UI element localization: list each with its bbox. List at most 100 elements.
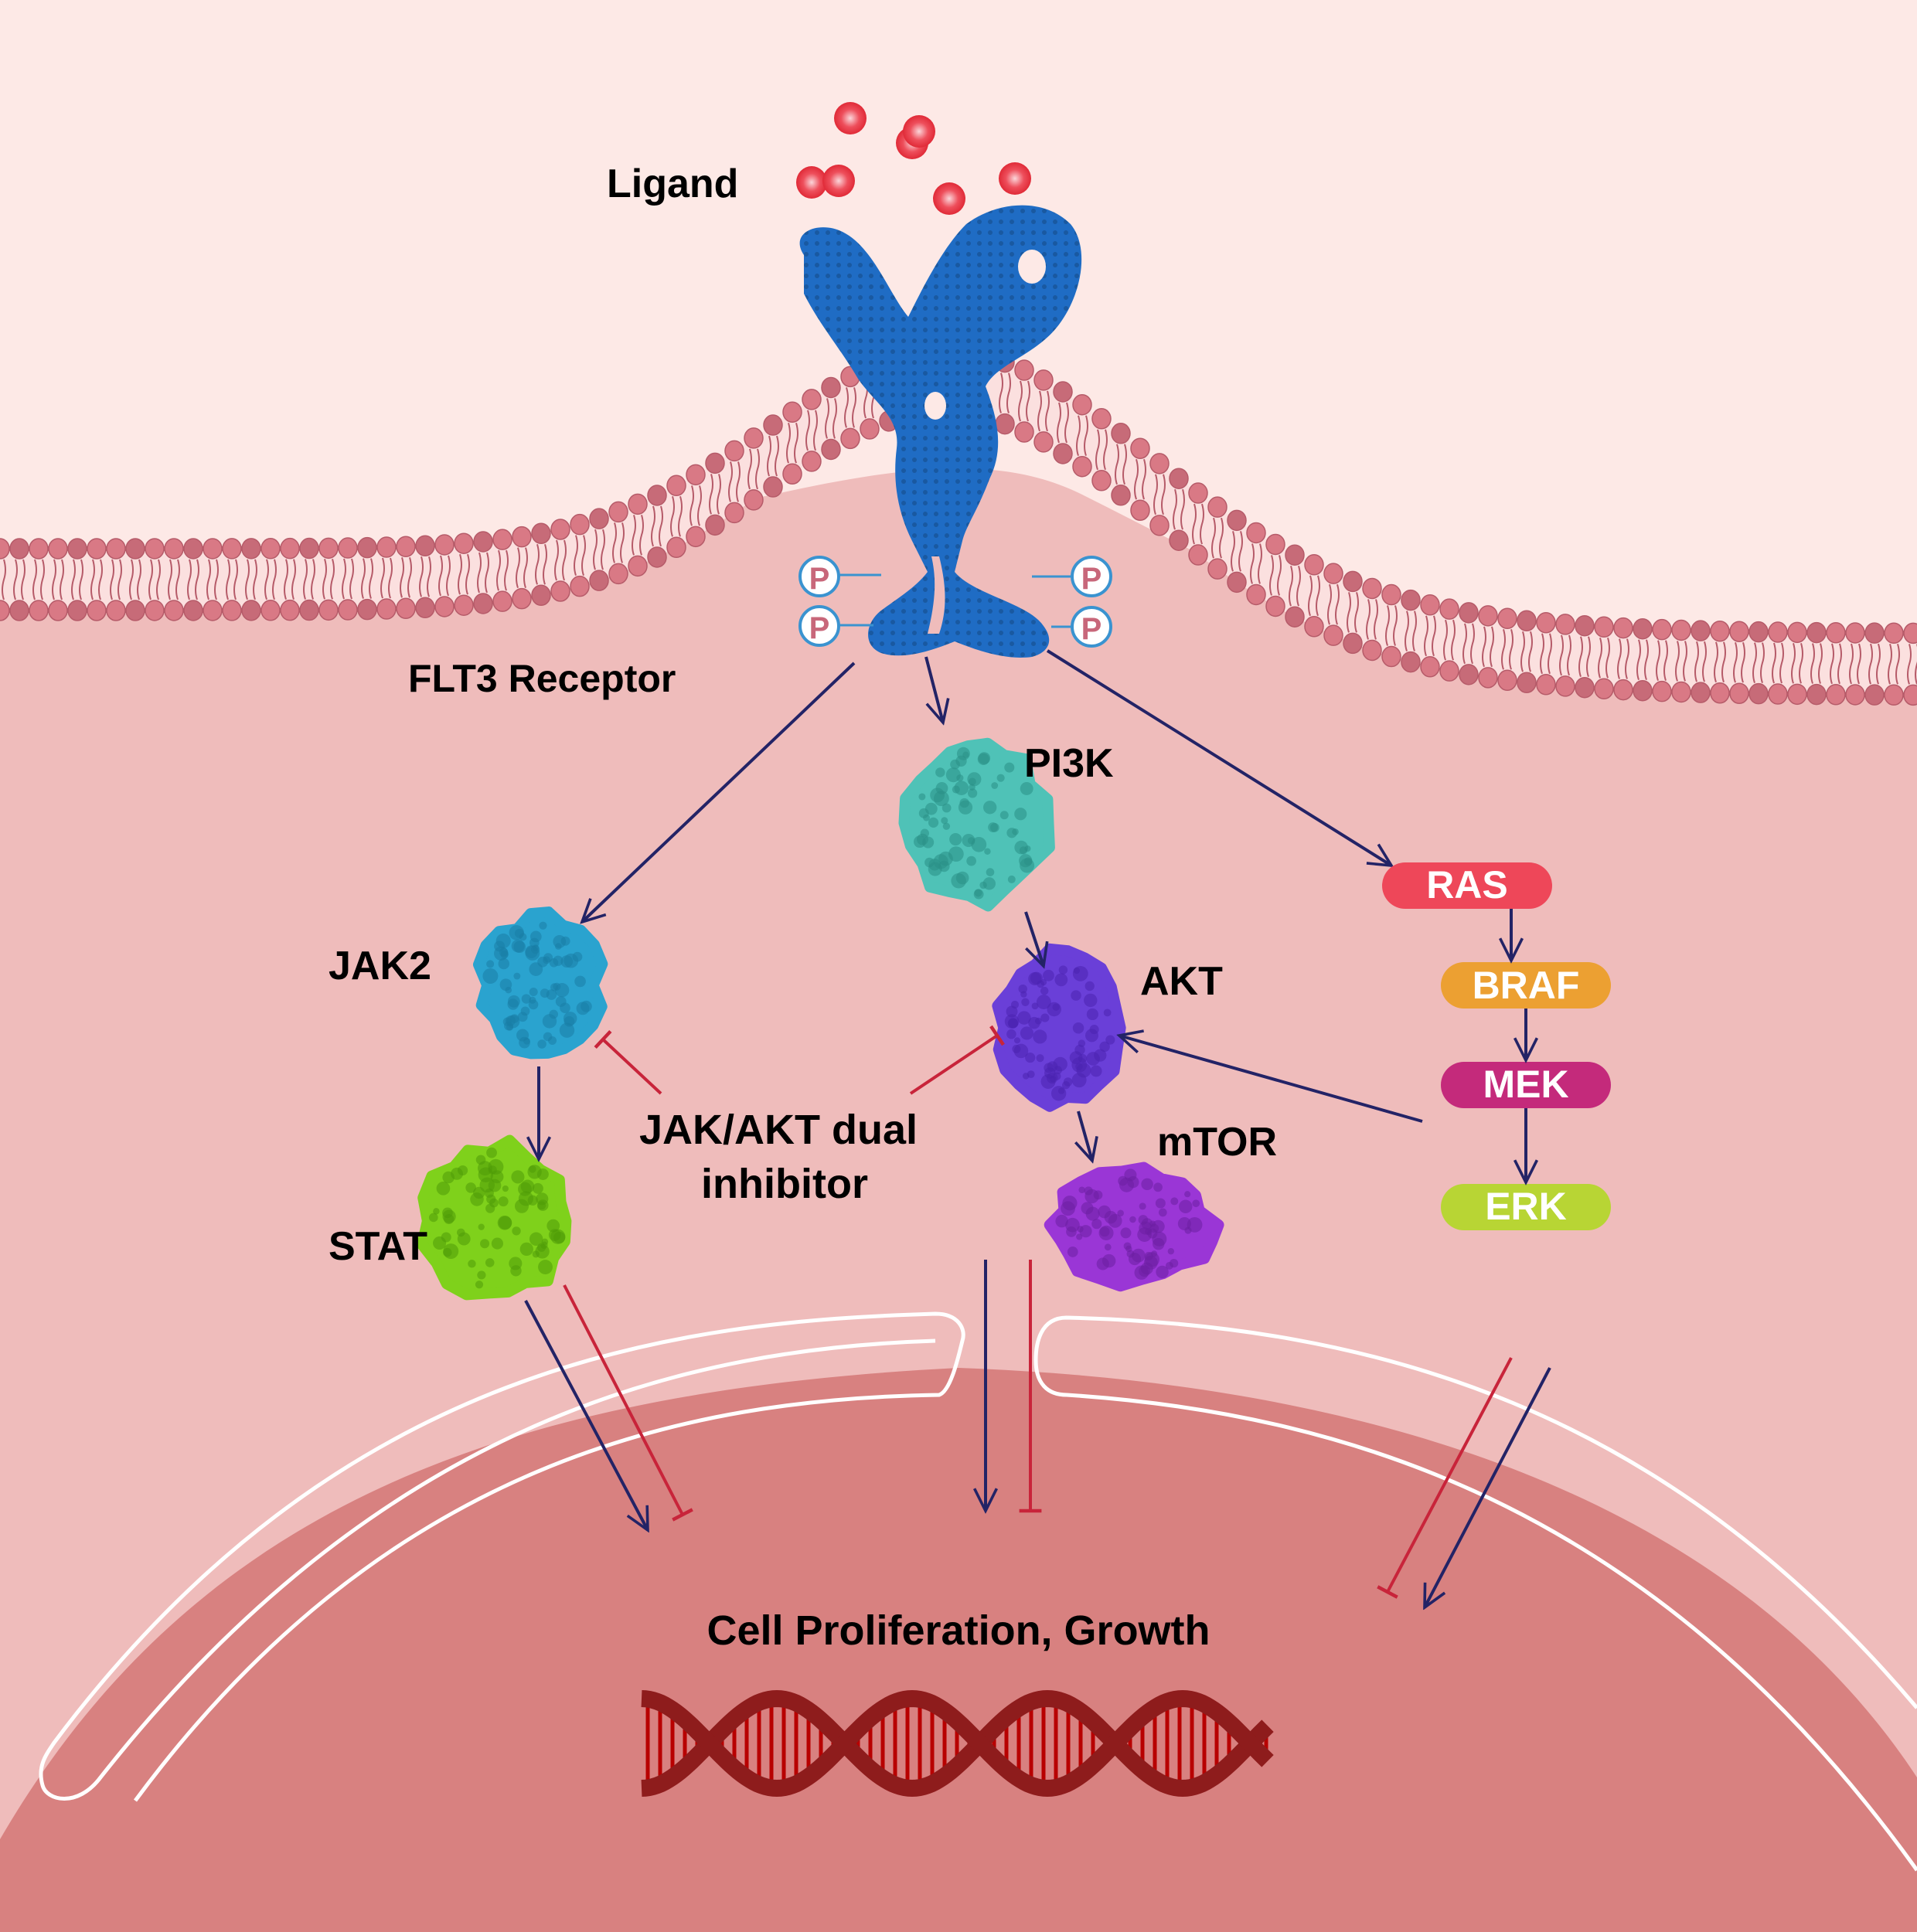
lipid-head [454, 594, 474, 616]
lipid-head [396, 536, 416, 558]
pi3k-texture [959, 798, 969, 808]
svg-text:RAS: RAS [1426, 863, 1508, 906]
phospho-site: P [798, 605, 840, 647]
pi3k-texture [1007, 875, 1016, 883]
mtor-texture [1129, 1216, 1136, 1223]
lipid-tail [1520, 631, 1533, 672]
lipid-head [1555, 675, 1575, 697]
svg-text:ERK: ERK [1485, 1185, 1567, 1228]
stat-texture [470, 1192, 484, 1206]
lipid-head [1536, 674, 1556, 696]
lipid-head [318, 537, 339, 560]
lipid-tail [1385, 605, 1398, 646]
pi3k-texture [986, 868, 995, 876]
lipid-head [1478, 667, 1498, 689]
lipid-tail [187, 559, 199, 600]
akt-texture [1075, 1063, 1083, 1070]
lipid-head [1439, 598, 1459, 620]
jak2-texture [550, 983, 559, 992]
lipid-tail [1752, 642, 1765, 683]
akt-texture [1105, 1035, 1115, 1045]
lipid-head [1072, 455, 1092, 478]
mtor-texture [1184, 1191, 1191, 1198]
mtor-texture [1096, 1257, 1109, 1270]
akt-texture [1033, 1029, 1047, 1044]
lipid-head [1381, 645, 1401, 668]
lipid-head [318, 599, 339, 621]
lipid-head [1478, 605, 1498, 627]
lipid-head [1033, 431, 1054, 453]
akt-texture [1063, 1077, 1073, 1087]
akt-texture [1013, 1043, 1029, 1059]
lipid-head [995, 413, 1015, 435]
lipid-head [705, 514, 725, 536]
lipid-head [1787, 621, 1807, 644]
arrow-mek-to-akt [1119, 1036, 1423, 1123]
lipid-head [512, 587, 532, 610]
lipid-head [1169, 529, 1189, 551]
lipid-head [9, 538, 29, 560]
lipid-head [1420, 594, 1440, 616]
lipid-head [473, 593, 493, 614]
stat-texture [485, 1258, 495, 1267]
lipid-head [9, 600, 29, 621]
lipid-head [1343, 632, 1363, 655]
akt-texture [1020, 1026, 1034, 1040]
phospho-site: P [1071, 556, 1112, 597]
lipid-tail [1115, 444, 1127, 485]
lipid-head [570, 575, 590, 597]
akt-texture [1090, 1065, 1102, 1077]
lipid-head [782, 463, 802, 485]
lipid-tail [516, 547, 528, 588]
lipid-head [1497, 669, 1517, 692]
pi3k-texture [941, 817, 948, 825]
lipid-head [1652, 680, 1672, 702]
lipid-head [1111, 485, 1131, 506]
lipid-head [376, 536, 397, 558]
inhibition-jak2 [594, 1029, 662, 1095]
lipid-head [338, 537, 358, 559]
lipid-tail [844, 387, 856, 428]
plasma-membrane [0, 348, 1917, 706]
lipid-tail [1076, 415, 1088, 457]
mtor-texture [1061, 1201, 1075, 1216]
jak2-texture [559, 1022, 575, 1038]
mtor-texture [1187, 1216, 1203, 1233]
svg-text:P: P [1081, 562, 1102, 596]
inhibition-akt [909, 1025, 1005, 1095]
phospho-site: P [798, 556, 840, 597]
lipid-tail [1540, 633, 1552, 675]
lipid-head [1884, 622, 1904, 645]
akt-texture [1040, 986, 1049, 995]
lipid-head [434, 534, 455, 556]
lipid-head [686, 464, 706, 486]
lipid-head [724, 440, 744, 462]
lipid-head [763, 414, 783, 436]
lipid-head [1826, 684, 1846, 706]
jak2-texture [482, 968, 499, 984]
lipid-head [299, 599, 319, 621]
lipid-head [280, 537, 300, 560]
mtor-texture [1179, 1199, 1193, 1213]
lipid-tail [1057, 402, 1069, 444]
lipid-tail [52, 559, 64, 600]
pi3k-texture [930, 787, 945, 803]
lipid-head [1188, 544, 1208, 566]
ligand-group [796, 102, 1031, 215]
jak2-protein [472, 906, 608, 1060]
lipid-head [1343, 570, 1363, 593]
lipid-head [145, 538, 165, 560]
stat-texture [468, 1260, 476, 1268]
akt-texture [1072, 965, 1088, 981]
lipid-head [608, 563, 628, 585]
lipid-tail [284, 559, 296, 600]
lipid-head [647, 485, 667, 506]
pi3k-texture [918, 793, 926, 801]
mtor-texture [1158, 1208, 1167, 1217]
dna-double-helix [641, 1689, 1274, 1798]
lipid-tail [825, 398, 837, 439]
lipid-head [29, 600, 49, 621]
lipid-tail [168, 559, 180, 600]
arrow-receptor-to-jak2 [582, 662, 856, 922]
